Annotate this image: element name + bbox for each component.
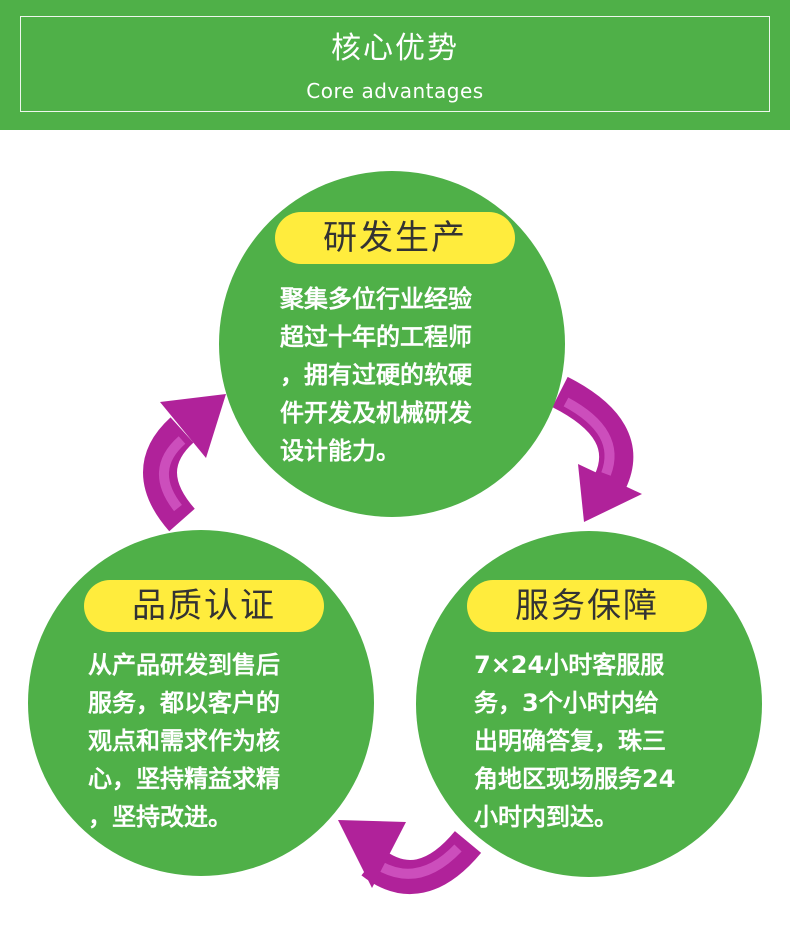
header-banner: 核心优势 Core advantages (0, 0, 790, 130)
card-rnd-title: 研发生产 (275, 212, 515, 264)
page-subtitle: Core advantages (306, 79, 484, 103)
card-service-title: 服务保障 (467, 580, 707, 632)
card-rnd-text: 聚集多位行业经验 超过十年的工程师 ，拥有过硬的软硬 件开发及机械研发 设计能力… (280, 285, 472, 465)
card-quality-text: 从产品研发到售后 服务，都以客户的 观点和需求作为核 心，坚持精益求精 ，坚持改… (88, 651, 280, 831)
page-title: 核心优势 (331, 31, 459, 66)
header-frame (20, 16, 770, 112)
arrow-right-icon (552, 376, 642, 522)
card-service-text: 7×24小时客服服 务，3个小时内给 出明确答复，珠三 角地区现场服务24 小时… (474, 651, 676, 831)
card-quality-title: 品质认证 (84, 580, 324, 632)
arrow-left-icon (143, 394, 226, 532)
arrow-bottom-icon (338, 820, 482, 894)
